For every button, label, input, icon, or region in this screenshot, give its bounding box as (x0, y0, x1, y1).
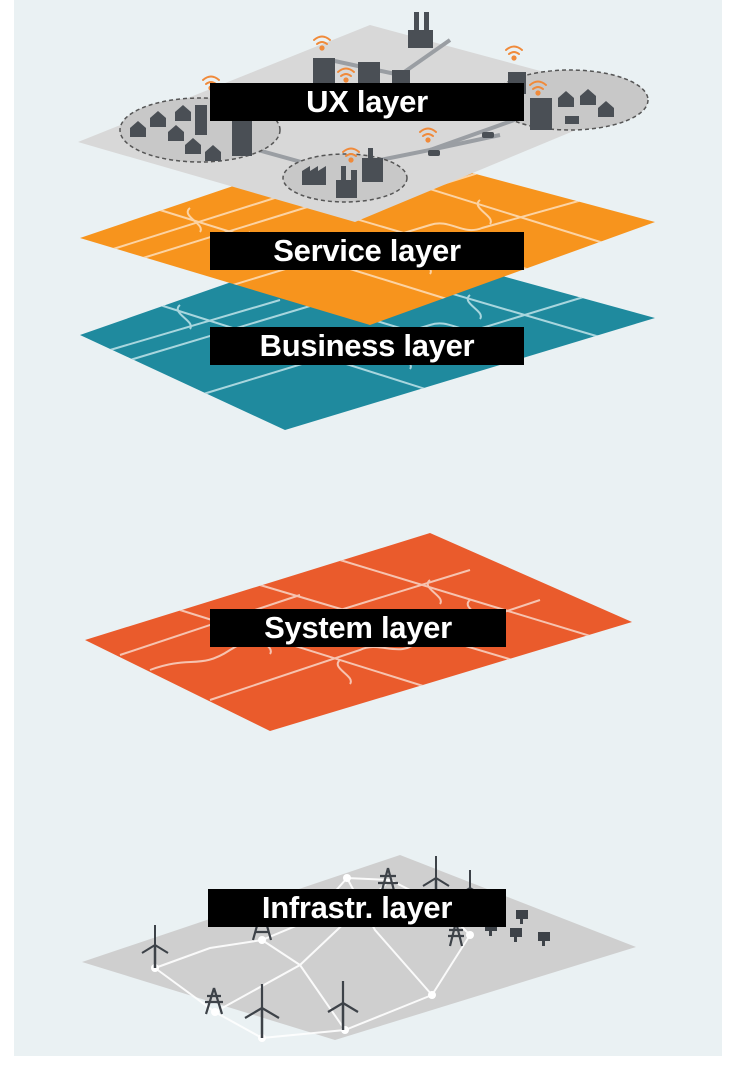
wind-turbine-icon (244, 984, 280, 1038)
office-building-icon (358, 62, 380, 88)
house-icon (168, 125, 184, 141)
solar-panel-icon (538, 932, 550, 946)
ux-plane (78, 25, 648, 222)
factory-icon (408, 12, 433, 48)
wind-turbine-icon (141, 925, 169, 968)
wifi-icon (529, 80, 547, 96)
house-icon (130, 121, 146, 137)
house-icon (598, 101, 614, 117)
wifi-icon (419, 127, 437, 143)
car-icon (482, 132, 494, 138)
ux-layer (78, 12, 649, 222)
wifi-icon (342, 147, 360, 163)
factory-icon (302, 166, 326, 185)
house-icon (205, 145, 221, 161)
car-icon (428, 150, 440, 156)
office-building-icon (530, 98, 552, 130)
power-pylon-icon (204, 987, 224, 1015)
solar-panel-icon (516, 910, 528, 924)
infrastructure-layer (82, 855, 636, 1042)
infrastructure-layer-label: Infrastr. layer (208, 889, 506, 927)
power-pylon-icon (378, 867, 398, 899)
power-pylon-icon (448, 921, 464, 947)
wifi-icon (505, 45, 523, 61)
business-layer-label: Business layer (210, 327, 524, 365)
factory-icon (362, 148, 383, 182)
factory-icon (336, 166, 357, 198)
house-icon (558, 91, 574, 107)
house-icon (185, 138, 201, 154)
house-cluster-left (130, 105, 221, 161)
office-building-icon (392, 70, 410, 86)
house-icon (175, 105, 191, 121)
wifi-icon (337, 67, 355, 83)
house-icon (580, 89, 596, 105)
system-layer-label: System layer (210, 609, 506, 647)
service-layer-label: Service layer (210, 232, 524, 270)
office-building-icon (195, 105, 252, 156)
office-building-icon (313, 58, 335, 86)
solar-panel-icon (510, 928, 522, 942)
infrastructure-plane (82, 855, 636, 1040)
house-icon (150, 111, 166, 127)
grid-nodes (151, 874, 474, 1042)
solar-panel-icon (565, 116, 579, 124)
ux-layer-label: UX layer (210, 83, 524, 121)
wifi-icon (313, 35, 331, 51)
wind-turbine-icon (327, 981, 359, 1030)
